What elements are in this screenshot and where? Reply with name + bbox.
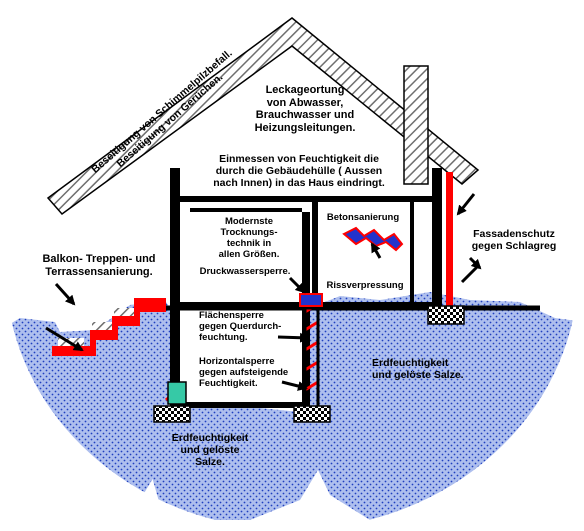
foundation-right: [427, 305, 465, 325]
moisture-line2: durch die Gebäudehülle ( Aussen: [215, 165, 383, 178]
soil-bottom-line2: und gelöste: [180, 444, 240, 457]
surface-line1: Flächensperre: [199, 310, 264, 321]
moisture-measurement-label: Einmessen von Feuchtigkeit die durch die…: [184, 153, 414, 189]
roof: [46, 17, 480, 216]
horizontal-line1: Horizontalsperre: [199, 356, 275, 367]
horizontal-line2: gegen aufsteigende: [199, 366, 289, 378]
soil-bottom-line3: Salze.: [195, 456, 225, 469]
ground-moisture-left: [5, 300, 175, 520]
ground-moisture-bottom: [150, 406, 318, 520]
concrete-label: Betonsanierung: [320, 212, 406, 224]
leak-line4: Heizungsleitungen.: [254, 121, 356, 134]
soil-bottom-line1: Erdfeuchtigkeit: [171, 432, 249, 444]
arrows: [45, 193, 482, 391]
drying-line4: allen Größen.: [218, 248, 280, 260]
concrete-text: Betonsanierung: [326, 212, 400, 223]
drying-tech-label: Modernste Trocknungs- technik in allen G…: [205, 216, 293, 261]
moisture-line3: nach Innen) in das Haus eindringt.: [213, 177, 385, 190]
surface-barrier-label: Flächensperre gegen Querdurch- feuchtung…: [199, 310, 295, 344]
leak-line3: Brauchwasser und: [255, 109, 355, 122]
moisture-line1: Einmessen von Feuchtigkeit die: [219, 153, 379, 165]
balcony-label: Balkon- Treppen- und Terrassensanierung.: [27, 253, 171, 278]
foundation-center: [293, 405, 331, 423]
ground-moisture-right: [305, 292, 579, 520]
soil-moisture-bottom-label: Erdfeuchtigkeit und gelöste Salze.: [158, 432, 262, 468]
pressure-water-block: [299, 293, 323, 307]
balcony-line2: Terrassensanierung.: [45, 265, 153, 278]
soil-right-line1: Erdfeuchtigkeit: [372, 357, 449, 369]
leak-line1: Leckageortung: [265, 84, 345, 96]
drying-line1: Modernste: [224, 216, 274, 227]
facade-protection: [446, 172, 453, 307]
horizontal-barrier-block: [167, 381, 187, 405]
surface-line2: gegen Querdurch-: [199, 320, 282, 332]
soil-moisture-right-label: Erdfeuchtigkeit und gelöste Salze.: [372, 357, 484, 381]
horizontal-line3: Feuchtigkeit.: [199, 377, 258, 389]
horizontal-barrier-label: Horizontalsperre gegen aufsteigende Feuc…: [199, 356, 299, 390]
leak-line2: von Abwasser,: [266, 96, 344, 109]
chimney: [403, 65, 429, 185]
facade-line2: gegen Schlagreg: [471, 240, 557, 253]
drying-line2: Trocknungs-: [220, 226, 278, 238]
surface-line3: feuchtung.: [199, 331, 248, 343]
foundation-left: [153, 405, 191, 423]
drying-line3: technik in: [226, 237, 272, 249]
facade-line1: Fassadenschutz: [473, 228, 555, 240]
crack-text: Rissverpressung: [326, 280, 404, 291]
facade-label: Fassadenschutz gegen Schlagreg: [462, 228, 566, 252]
pressure-water-text: Druckwassersperre.: [199, 266, 291, 277]
concrete-crack: [342, 226, 404, 252]
leak-detection-label: Leckageortung von Abwasser, Brauchwasser…: [240, 84, 370, 135]
balcony-line1: Balkon- Treppen- und: [42, 253, 156, 265]
soil-right-line2: und gelöste Salze.: [372, 369, 464, 382]
crack-label: Rissverpressung: [322, 280, 408, 292]
pressure-water-label: Druckwassersperre.: [189, 266, 301, 278]
